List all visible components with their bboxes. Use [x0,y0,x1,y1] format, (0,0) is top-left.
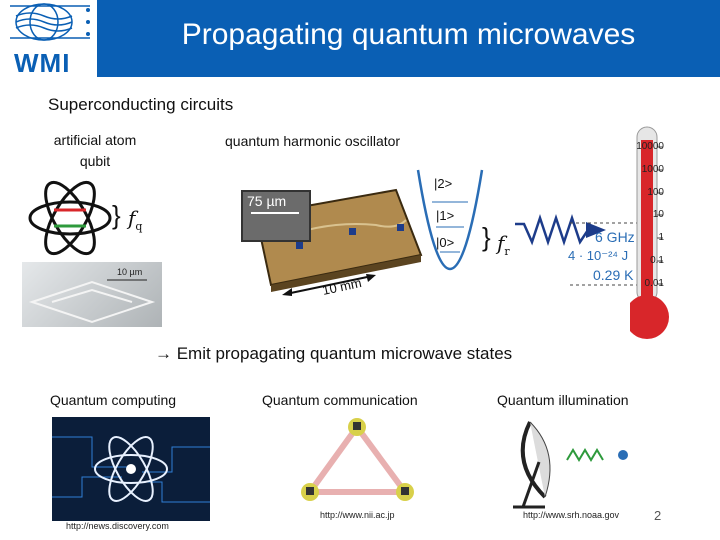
atom-label: artificial atom qubit [53,132,137,169]
microwave-wave-icon [515,214,606,246]
thermo-tick: 1000 [641,164,664,175]
chip-zoom-inset: 75 µm [241,190,311,242]
radar-dish-image [513,421,628,509]
app-label-communication: Quantum communication [262,392,418,408]
sem-structure-icon [28,279,156,324]
thermo-tick: 1 [658,232,664,243]
level-2: |2> [434,176,453,191]
sem-scale: 10 µm [117,267,143,277]
source-illumination: http://www.srh.noaa.gov [523,510,620,520]
temperature-value: 0.29 K [593,267,634,283]
fq-label: fq [128,206,143,233]
level-0: |0> [436,235,455,250]
qubit-brace: } [112,200,121,230]
title-bar [97,0,720,77]
source-communication: http://www.nii.ac.jp [320,510,395,520]
frequency-value: 6 GHz [595,229,635,245]
globe-logo-icon [10,3,90,41]
wmi-logo: WMI [0,0,97,78]
sem-image: 10 µm [22,262,162,327]
chip-scale-bar [251,212,299,214]
thermometer-icon [630,126,669,339]
chip-scale-label: 75 µm [247,193,287,209]
thermo-tick: 100 [647,187,664,198]
quantum-computing-image [52,417,210,521]
section-subtitle: Superconducting circuits [48,95,234,114]
thermo-tick: 0.1 [650,255,664,266]
slide-header: WMI Propagating quantum microwaves [0,0,720,78]
harmonic-potential-icon [416,169,484,270]
fr-label: fr [497,231,510,258]
energy-value: 4 · 10⁻²⁴ J [568,248,629,263]
app-label-illumination: Quantum illumination [497,392,629,408]
resonator-brace: } [482,222,491,252]
thermo-tick: 10 [652,209,664,220]
level-1: |1> [436,208,455,223]
dashed-connector-icon [570,222,638,286]
source-computing: http://news.discovery.com [66,521,169,531]
app-label-computing: Quantum computing [50,392,177,408]
thermo-tick: 0.01 [644,278,664,289]
quantum-communication-diagram [301,418,414,501]
emit-statement: → Emit propagating quantum microwave sta… [155,344,513,363]
slide-title: Propagating quantum microwaves [181,18,636,51]
atom-icon [28,180,112,256]
qho-label: quantum harmonic oscillator [225,133,401,149]
page-number: 2 [654,508,662,523]
logo-text: WMI [14,48,71,78]
chip-length-arrow [282,274,376,296]
thermo-tick: 10000 [636,141,664,152]
